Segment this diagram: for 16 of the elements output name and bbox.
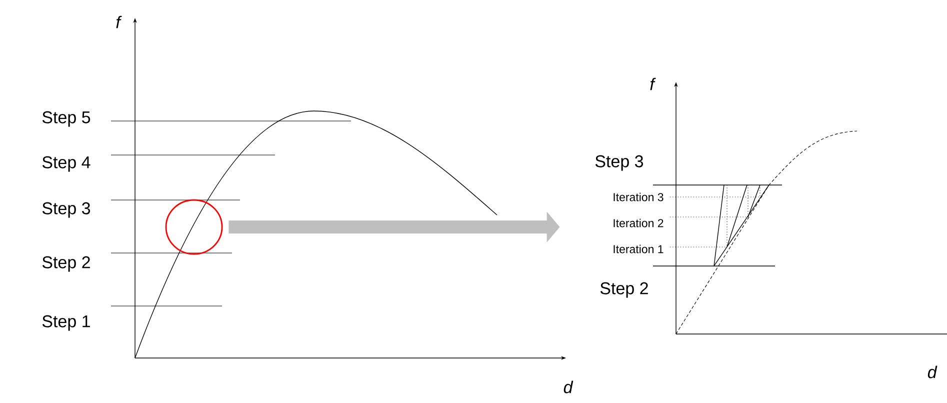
iteration-label: Iteration 3 <box>614 192 664 202</box>
step-label: Step 5 <box>42 111 90 127</box>
axis-label: f <box>650 78 656 90</box>
iteration-label: Iteration 1 <box>614 244 664 254</box>
highlight-circle <box>165 199 223 255</box>
iteration-label: Iteration 2 <box>614 218 664 228</box>
axis-label: f <box>116 16 122 28</box>
axis-label: d <box>564 380 574 394</box>
step-label: Step 2 <box>600 282 648 298</box>
step-label: Step 1 <box>42 315 90 331</box>
axis-label: d <box>928 366 938 378</box>
zoomed-chart-drawing <box>595 78 947 378</box>
step-label: Step 2 <box>42 256 90 272</box>
step-label: Step 3 <box>595 155 644 171</box>
step-label: Step 4 <box>42 156 90 172</box>
step-label: Step 3 <box>42 202 90 218</box>
